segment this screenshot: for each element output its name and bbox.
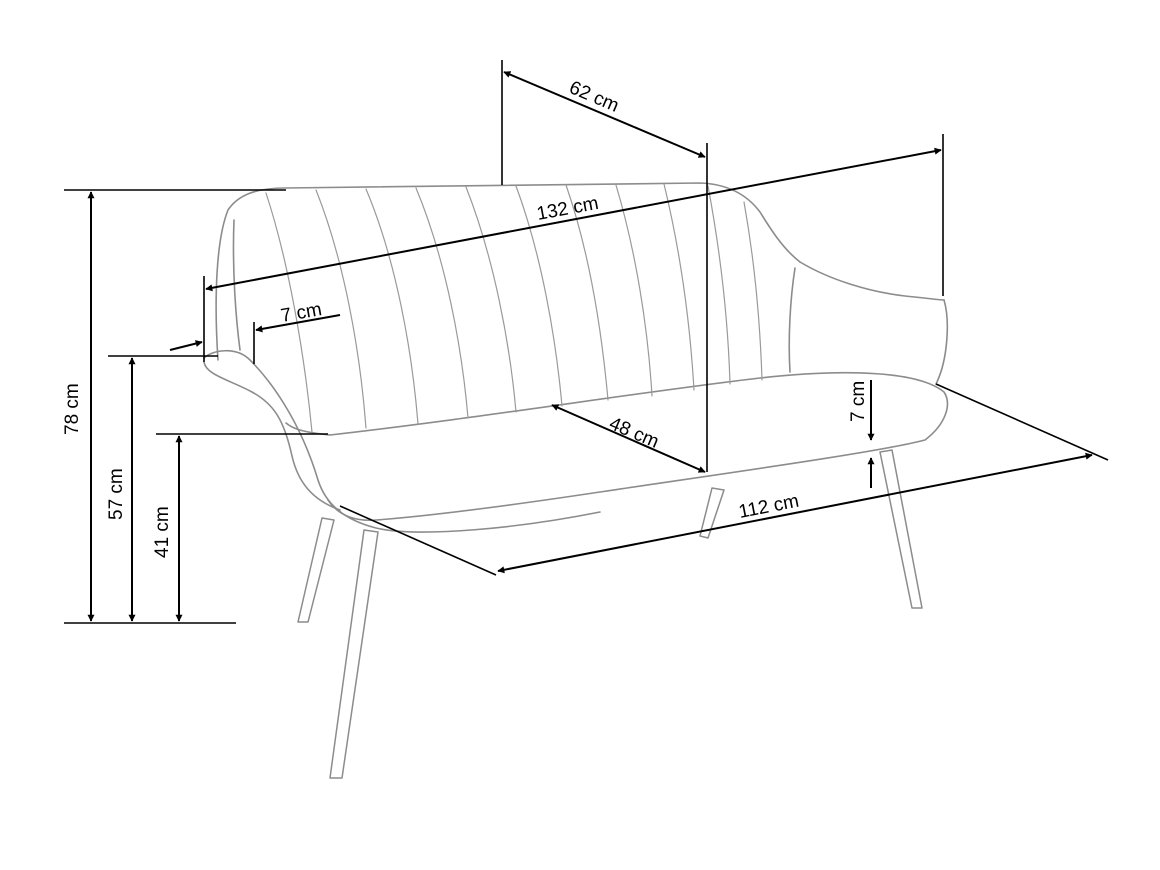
dimension-labels: 62 cm 132 cm 7 cm 48 cm 7 cm 112 cm 78 c…	[62, 77, 869, 558]
right-arm-top	[799, 261, 945, 301]
sofa-drawing	[203, 182, 949, 779]
front-left-leg	[329, 529, 379, 779]
front-right-leg	[879, 449, 923, 609]
dimension-lines	[64, 60, 1109, 624]
label-height-total: 78 cm	[62, 383, 83, 435]
label-seat-depth: 48 cm	[606, 413, 662, 453]
label-armrest-width: 7 cm	[279, 299, 323, 327]
left-arm-front	[203, 349, 601, 533]
label-seat-thickness: 7 cm	[848, 381, 869, 422]
left-arm-inner	[203, 361, 341, 511]
seat-cushion	[327, 371, 949, 522]
dim-arm-line-left	[169, 340, 203, 351]
label-armrest-height: 57 cm	[106, 468, 127, 520]
label-seat-height: 41 cm	[152, 506, 173, 558]
dim-arm-line-right	[255, 314, 341, 333]
backrest-inner-line	[232, 219, 241, 351]
dim-depth-line	[503, 71, 706, 158]
dim-seat-width-line	[497, 452, 1093, 574]
dim-width-line	[205, 147, 942, 292]
right-arm-front	[935, 299, 949, 385]
right-arm-inner	[788, 267, 796, 373]
back-left-leg	[297, 517, 335, 623]
backrest-channels	[265, 183, 763, 433]
